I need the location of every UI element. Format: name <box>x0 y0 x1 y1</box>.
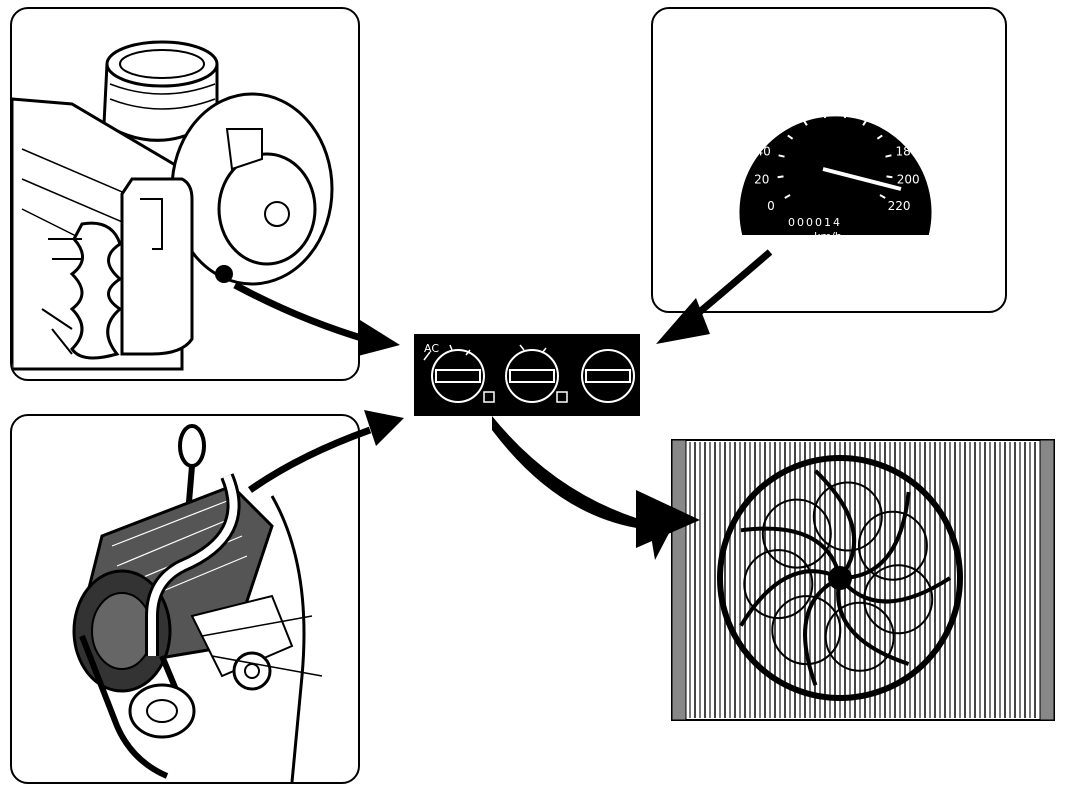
speed-scale-label: 220 <box>888 199 911 213</box>
speed-scale-label: 80 <box>787 100 802 114</box>
fan-hub <box>828 566 852 590</box>
ac-button <box>483 391 495 403</box>
fan-blade <box>814 469 856 580</box>
speed-scale-label: 140 <box>864 100 887 114</box>
speedometer-needle <box>822 167 902 191</box>
speed-scale-label: 0 <box>767 199 775 213</box>
fan-blade <box>803 576 841 686</box>
speed-scale-label: 200 <box>897 173 920 187</box>
speed-unit-label: km/h <box>814 230 842 243</box>
speed-tick <box>802 119 808 126</box>
fan-blade-outline <box>771 595 842 666</box>
speed-scale-label: 160 <box>884 119 907 133</box>
speed-tick <box>784 194 791 199</box>
fan-blade <box>838 576 952 604</box>
arrow-engine-to-panel <box>233 281 369 344</box>
speedometer-ticks <box>777 111 893 199</box>
fan-blade <box>739 569 841 627</box>
climate-control-panel: AC <box>414 334 640 416</box>
speed-tick <box>862 119 868 126</box>
speed-scale-label: 120 <box>838 89 861 103</box>
radiator-fan-illustration <box>671 439 1055 721</box>
speed-scale-label: 100 <box>810 89 833 103</box>
speed-tick <box>843 111 847 119</box>
fan-blade <box>740 526 842 579</box>
speed-tick <box>879 194 886 199</box>
compressor-drawing <box>72 424 323 782</box>
arrow-compressor-to-panel <box>247 426 372 493</box>
control-panel-label: AC <box>424 342 439 355</box>
fan-blade-outline <box>824 601 895 672</box>
odometer-readout: 000014 <box>788 216 842 229</box>
speed-scale-label: 40 <box>755 145 770 159</box>
fan-blade <box>836 577 910 666</box>
compressor-illustration-panel <box>10 414 360 784</box>
fan-blades <box>739 469 952 686</box>
fan-blade-outline <box>743 549 814 620</box>
speedometer-face <box>739 116 932 235</box>
fan-blade-outline <box>812 481 883 552</box>
arrow-speedometer-to-panel <box>687 249 773 323</box>
fan-blade-outline <box>863 564 934 635</box>
speed-scale-label: 180 <box>895 145 918 159</box>
fan-blade-outline <box>761 498 832 569</box>
speed-tick <box>777 175 784 179</box>
fan-blade <box>839 491 911 581</box>
speed-tick <box>778 154 785 158</box>
speed-tick <box>886 175 893 179</box>
arrow-panel-to-radiator-fan <box>492 416 680 560</box>
fan-shroud <box>717 455 963 701</box>
speed-tick <box>823 111 827 119</box>
speed-scale-label: 60 <box>767 119 782 133</box>
speed-tick <box>787 134 794 140</box>
speed-tick <box>876 134 883 140</box>
engine-blower-drawing <box>12 40 334 371</box>
engine-blower-illustration-panel <box>10 7 360 381</box>
recirc-button <box>556 391 568 403</box>
speed-scale-label: 20 <box>754 173 769 187</box>
speed-tick <box>885 154 892 158</box>
fan-blade-outline <box>857 510 928 581</box>
